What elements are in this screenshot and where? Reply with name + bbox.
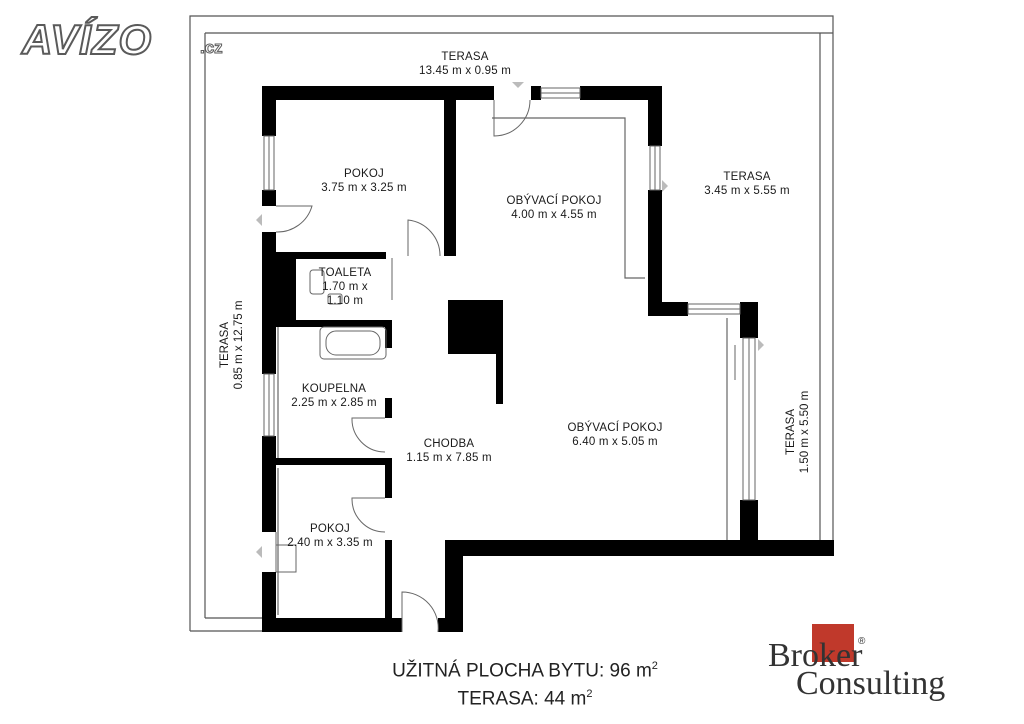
avizo-logo: AVÍZO .cz: [21, 16, 223, 63]
room-name: TOALETA: [318, 267, 372, 279]
room-size: 4.00 m x 4.55 m: [511, 209, 597, 221]
room-size: 2.40 m x 3.35 m: [287, 537, 373, 549]
terrace-area: TERASA: 44 m2: [380, 682, 670, 711]
toilet: [309, 269, 325, 295]
room-label-terasa-right: TERASA 1.50 m x 5.50 m: [784, 391, 812, 473]
unit-superscript: 2: [586, 688, 593, 700]
room-size: 1.70 m x: [322, 281, 368, 293]
room-name: OBÝVACÍ POKOJ: [506, 195, 602, 207]
room-label-koupelna: KOUPELNA 2.25 m x 2.85 m: [291, 382, 376, 410]
terrace-outline: [189, 15, 834, 632]
room-size-2: 1.10 m: [326, 295, 364, 307]
room-name: POKOJ: [310, 523, 350, 535]
windows: [263, 87, 756, 501]
room-label-terasa-top: TERASA 13.45 m x 0.95 m: [419, 50, 511, 78]
logo-brand: AVÍZO: [21, 16, 153, 63]
room-name: CHODBA: [423, 438, 475, 450]
broker-line-1: Broker: [768, 637, 863, 674]
terrace-area-value: 44 m: [544, 688, 587, 710]
room-name: TERASA: [441, 51, 489, 63]
bathtub: [319, 326, 387, 360]
fixtures: [309, 269, 387, 360]
room-name: TERASA: [723, 171, 771, 183]
room-name: OBÝVACÍ POKOJ: [567, 422, 663, 434]
room-name: KOUPELNA: [301, 383, 367, 395]
room-label-terasa-right-top: TERASA 3.45 m x 5.55 m: [704, 170, 789, 198]
door-arrows: [256, 82, 764, 558]
sink: [327, 293, 343, 305]
room-label-chodba: CHODBA 1.15 m x 7.85 m: [406, 437, 491, 465]
room-label-obyvaci-1: OBÝVACÍ POKOJ 4.00 m x 4.55 m: [506, 194, 601, 222]
room-size: 1.50 m x 5.50 m: [799, 390, 811, 474]
room-name: TERASA: [219, 321, 231, 369]
registered-mark: ®: [858, 636, 866, 647]
logo-red-square: [812, 624, 854, 662]
room-name: TERASA: [785, 409, 797, 456]
usable-area-value: 96 m: [609, 660, 652, 682]
room-size: 2.25 m x 2.85 m: [291, 397, 377, 409]
room-size: 3.45 m x 5.55 m: [704, 185, 790, 197]
interior-lines: [277, 117, 728, 615]
walls[interactable]: [262, 86, 834, 632]
usable-area-label: UŽITNÁ PLOCHA BYTU:: [392, 660, 605, 682]
room-size: 3.75 m x 3.25 m: [321, 182, 407, 194]
usable-area: UŽITNÁ PLOCHA BYTU: 96 m2: [380, 654, 670, 683]
room-name: POKOJ: [344, 168, 384, 180]
room-size: 0.85 m x 12.75 m: [233, 300, 245, 390]
broker-line-2: Consulting: [796, 665, 946, 702]
room-label-pokoj-2: POKOJ 2.40 m x 3.35 m: [287, 522, 372, 550]
room-label-obyvaci-2: OBÝVACÍ POKOJ 6.40 m x 5.05 m: [567, 421, 662, 449]
room-label-terasa-left: TERASA 0.85 m x 12.75 m: [218, 301, 246, 390]
doors[interactable]: [275, 99, 736, 633]
room-size: 13.45 m x 0.95 m: [418, 65, 512, 77]
room-label-pokoj-1: POKOJ 3.75 m x 3.25 m: [321, 167, 406, 195]
room-size: 1.15 m x 7.85 m: [406, 452, 492, 464]
terrace-area-label: TERASA:: [457, 688, 539, 710]
broker-consulting-logo: Broker ® Consulting: [768, 622, 988, 708]
room-label-toaleta: TOALETA 1.70 m x 1.10 m: [319, 266, 372, 308]
logo-suffix: .cz: [200, 38, 224, 58]
room-size: 6.40 m x 5.05 m: [572, 436, 658, 448]
unit-superscript: 2: [651, 660, 658, 672]
